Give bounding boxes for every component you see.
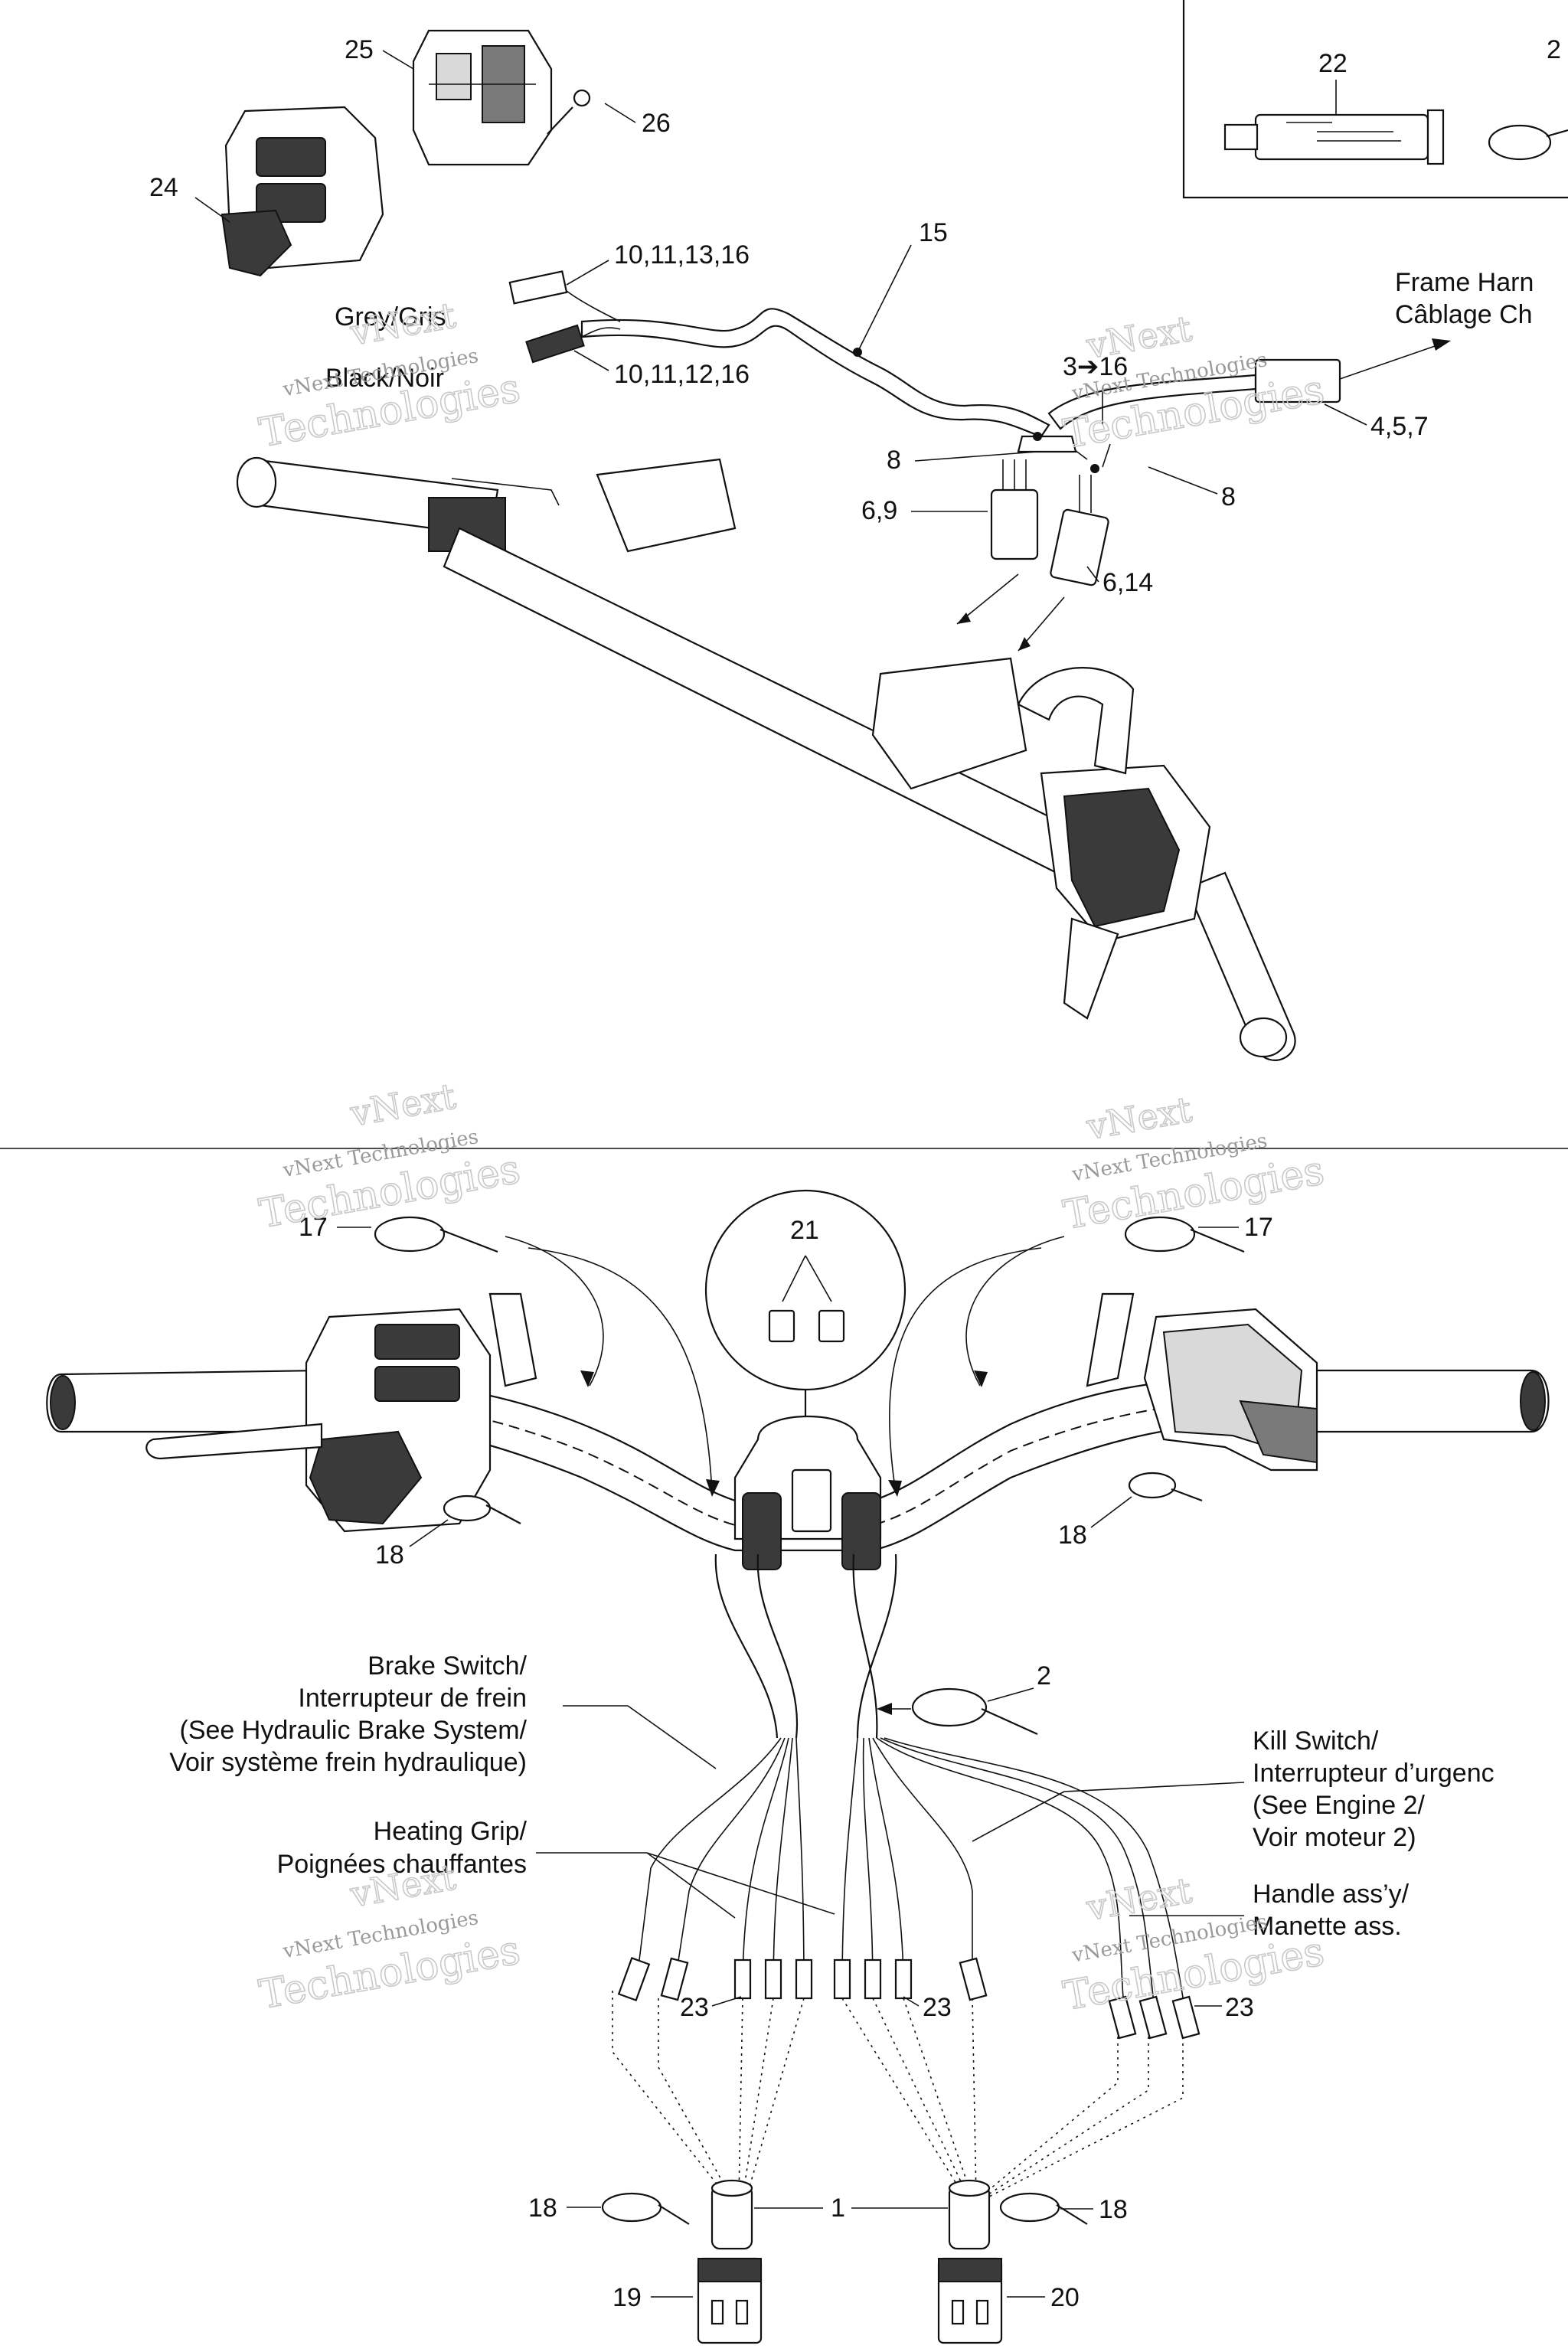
callout-10-11-13-16: 10,11,13,16	[614, 240, 750, 270]
callout-21: 21	[790, 1216, 819, 1245]
callout-3-to-16: 3➔16	[1063, 352, 1128, 381]
callout-26: 26	[642, 109, 671, 138]
sleeve-part-1-right	[948, 2179, 991, 2250]
label-black-noir: Black/Noir	[325, 364, 444, 393]
lower-handlebar	[46, 1292, 1550, 1570]
callout-15: 15	[919, 218, 948, 247]
callout-2: 2	[1037, 1661, 1051, 1690]
callout-1: 1	[831, 2194, 845, 2223]
label-kill-3: (See Engine 2/	[1253, 1791, 1425, 1820]
callout-8-left: 8	[887, 446, 901, 475]
label-frame-harness-2: Câblage Ch	[1395, 300, 1533, 329]
callout-23-a: 23	[680, 1993, 709, 2022]
cable-tie-18-bottom-right	[999, 2192, 1088, 2225]
callout-18-left: 18	[375, 1540, 404, 1570]
label-brake-1: Brake Switch/	[368, 1651, 527, 1681]
connector-part-6-9	[990, 459, 1039, 560]
label-grey-gris: Grey/Gris	[335, 302, 446, 332]
grease-tube-part-22	[1223, 109, 1445, 165]
connector-black	[525, 324, 621, 364]
callout-18-right: 18	[1058, 1521, 1087, 1550]
connector-part-19	[697, 2257, 763, 2344]
callout-18-bottom-right: 18	[1099, 2195, 1128, 2224]
screw-part-26	[547, 106, 573, 135]
connector-part-20	[937, 2257, 1003, 2344]
inset-box	[1182, 0, 1568, 199]
tie-wrap-part-8	[1017, 435, 1077, 453]
callout-10-11-12-16: 10,11,12,16	[614, 360, 750, 389]
callout-17-right: 17	[1244, 1213, 1273, 1242]
label-brake-2: Interrupteur de frein	[298, 1684, 527, 1713]
callout-4-5-7: 4,5,7	[1370, 412, 1429, 441]
cable-tie-17-left	[374, 1216, 498, 1253]
callout-20: 20	[1050, 2283, 1080, 2312]
cable-tie-17-right	[1124, 1216, 1245, 1253]
watermark-3: vNext vNext Technologies Technologies	[256, 1075, 524, 1238]
cable-tie-18-left	[443, 1494, 521, 1524]
connector-part-4-5-7	[1254, 338, 1451, 403]
label-brake-4: Voir système frein hydraulique)	[169, 1748, 527, 1777]
callout-22: 22	[1318, 49, 1348, 78]
callout-17-left: 17	[299, 1213, 328, 1242]
callout-19: 19	[612, 2283, 642, 2312]
cable-tie-18-bottom-left	[601, 2192, 690, 2225]
callout-24: 24	[149, 173, 178, 202]
callout-23-b: 23	[923, 1993, 952, 2022]
svg-text:vNext: vNext	[347, 1075, 459, 1134]
dotted-leaders	[612, 1991, 1184, 2198]
watermark-2: vNext vNext Technologies Technologies	[1060, 307, 1328, 459]
svg-text:vNext: vNext	[1083, 1870, 1195, 1929]
callout-8-right: 8	[1221, 482, 1236, 511]
svg-text:vNext: vNext	[1083, 308, 1195, 367]
switch-housing-cover-part-25	[412, 29, 553, 166]
sleeve-part-1-left	[710, 2179, 753, 2250]
label-kill-2: Interrupteur d’urgenc	[1253, 1759, 1494, 1788]
cable-tie-2	[911, 1687, 1038, 1736]
label-frame-harness-1: Frame Harn	[1395, 268, 1534, 297]
watermark-6: vNext vNext Technologies Technologies	[1060, 1869, 1328, 2020]
label-kill-4: Voir moteur 2)	[1253, 1823, 1416, 1852]
upper-handlebar	[236, 456, 1296, 1061]
clip-inset-part-21	[704, 1189, 906, 1428]
connector-part-6-14	[1050, 475, 1109, 586]
svg-text:vNext: vNext	[1083, 1089, 1195, 1148]
label-handle-2: Manette ass.	[1253, 1912, 1402, 1941]
label-heating-1: Heating Grip/	[374, 1817, 528, 1846]
callout-25: 25	[345, 35, 374, 64]
watermark-4: vNext vNext Technologies Technologies	[1060, 1088, 1328, 1240]
watermark-1: vNext vNext Technologies Technologies	[256, 294, 524, 457]
cable-tie-18-right	[1128, 1472, 1203, 1502]
label-kill-1: Kill Switch/	[1253, 1726, 1379, 1756]
label-handle-1: Handle ass’y/	[1253, 1880, 1410, 1909]
label-heating-2: Poignées chauffantes	[277, 1850, 527, 1879]
callout-18-bottom-left: 18	[528, 2194, 557, 2223]
label-brake-3: (See Hydraulic Brake System/	[180, 1716, 528, 1745]
callout-2-corner: 2	[1547, 35, 1561, 64]
connector-grey	[508, 270, 621, 322]
callout-23-c: 23	[1225, 1993, 1254, 2022]
callout-6-14: 6,14	[1102, 568, 1153, 597]
cable-tie-inset	[1488, 124, 1568, 161]
callout-6-9: 6,9	[861, 496, 897, 525]
switch-housing-part-24	[220, 106, 384, 277]
